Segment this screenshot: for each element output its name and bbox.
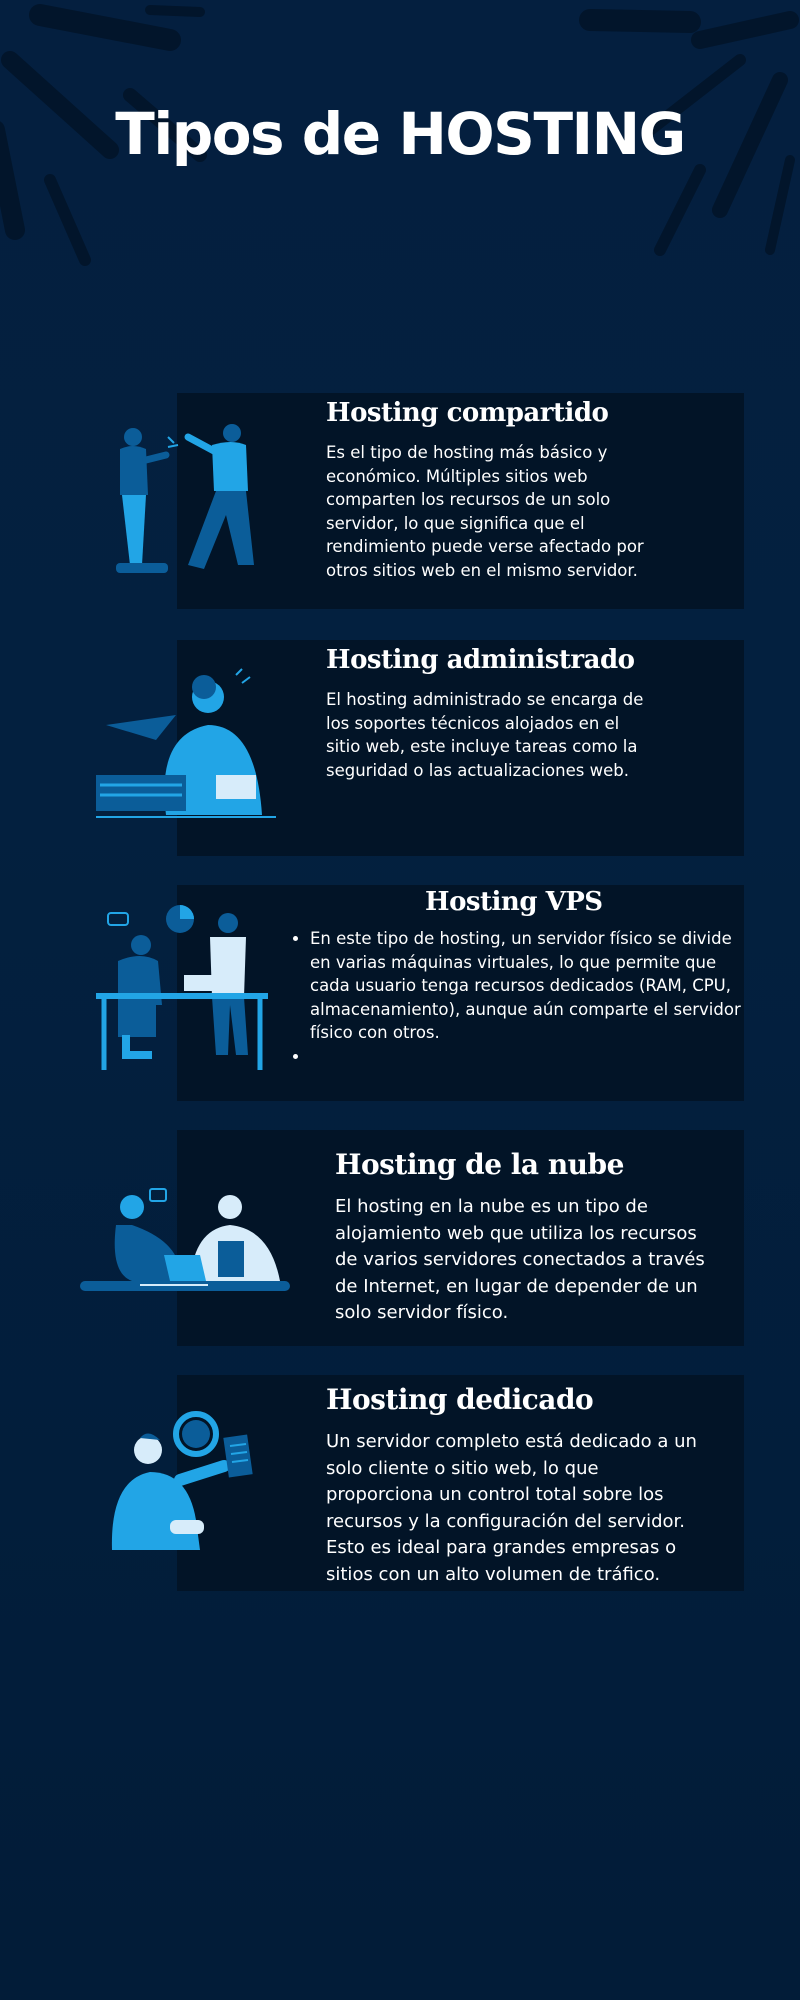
card-title: Hosting de la nube (335, 1148, 624, 1181)
people-at-desk-illustration (96, 905, 268, 1070)
list-item: En este tipo de hosting, un servidor fís… (310, 927, 750, 1045)
card-title: Hosting compartido (326, 398, 609, 428)
background-brush-strokes (0, 4, 799, 266)
list-item (310, 1045, 750, 1067)
card-title: Hosting VPS (425, 887, 603, 917)
two-people-laptop-illustration (80, 1188, 290, 1291)
card-hosting-vps (177, 885, 744, 1101)
card-hosting-administrado (177, 640, 744, 856)
card-description: El hosting administrado se encarga de lo… (326, 690, 644, 780)
card-bullet-list: En este tipo de hosting, un servidor fís… (296, 927, 750, 1067)
card-description: El hosting en la nube es un tipo de aloj… (335, 1196, 705, 1323)
card-title: Hosting administrado (326, 645, 635, 675)
person-with-document-illustration (111, 1411, 253, 1550)
two-people-talking-illustration (116, 424, 254, 573)
card-hosting-dedicado (177, 1375, 744, 1591)
card-hosting-compartido (177, 393, 744, 609)
card-description: Un servidor completo está dedicado a un … (326, 1431, 697, 1585)
page-title: Tipos de HOSTING (115, 100, 686, 168)
person-at-laptop-illustration (96, 668, 276, 818)
card-hosting-de-la-nube (177, 1130, 744, 1346)
card-title: Hosting dedicado (326, 1383, 594, 1416)
card-description: Es el tipo de hosting más básico y econó… (326, 443, 644, 580)
